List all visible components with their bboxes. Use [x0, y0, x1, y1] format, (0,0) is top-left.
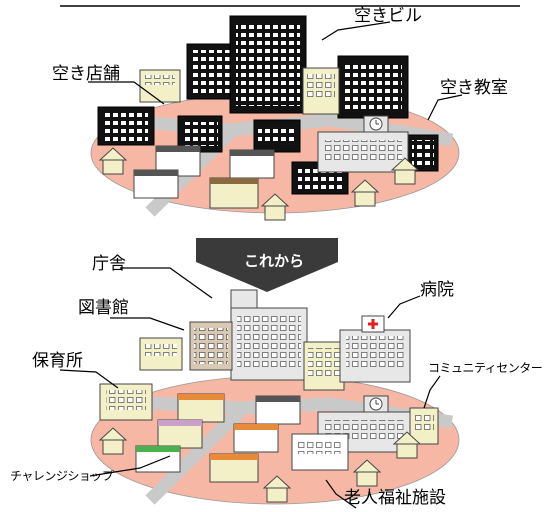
callout-arrow-empty-classroom: [427, 94, 463, 121]
callout-arrow-elderly-welfare: [325, 479, 357, 509]
vacant-building-tall-windows: [236, 24, 300, 106]
shop-new-white-awning: [256, 396, 300, 402]
top-scene: [88, 15, 463, 221]
label-empty-classroom: 空き教室: [440, 78, 508, 98]
house-icon: [392, 431, 422, 459]
label-challenge-shop: チャレンジショップ: [10, 469, 114, 483]
label-hospital: 病院: [420, 280, 454, 300]
callout-arrow-library: [110, 317, 185, 331]
clock-hands-icon: [375, 120, 379, 125]
small-office-windows: [145, 344, 177, 356]
vacant-classroom-windows: [412, 140, 434, 166]
shop-challenge-awning: [158, 420, 202, 426]
shop-beige-new-awning: [210, 454, 258, 460]
transition-label: これから: [243, 252, 304, 270]
shop-beige-awning: [210, 178, 258, 184]
callout-arrow-empty-building: [321, 21, 391, 41]
shop-center-awning: [234, 424, 278, 430]
small-beige-windows: [145, 75, 175, 85]
government-office-windows: [237, 314, 301, 368]
vacant-shop-left-windows: [182, 122, 218, 146]
shop-white-awning: [156, 146, 200, 152]
beige-office-new-windows: [308, 348, 340, 376]
community-center-windows: [414, 414, 434, 432]
house-icon: [98, 427, 128, 455]
label-nursery: 保育所: [32, 351, 83, 371]
beige-office-windows: [307, 74, 335, 100]
small-beige-building: [139, 69, 181, 103]
callout-arrow-empty-store: [88, 81, 165, 105]
callout-arrow-hospital: [387, 295, 421, 319]
library-windows: [194, 328, 228, 364]
down-arrow: [196, 238, 338, 292]
bottom-road-diagonal: [145, 401, 250, 505]
house-icon: [260, 193, 290, 221]
shop-challenge-lower-awning: [136, 446, 180, 452]
house-icon: [352, 459, 382, 487]
shop-white-center-awning: [230, 150, 274, 156]
clock-hands-icon: [375, 400, 379, 405]
callout-arrow-community-center: [423, 375, 441, 409]
label-empty-building: 空きビル: [354, 6, 422, 26]
house-icon: [350, 179, 380, 207]
government-office-top: [230, 289, 258, 311]
bottom-scene: [59, 267, 460, 509]
vacant-small-building-windows: [298, 168, 342, 190]
hospital-cross-icon: [368, 319, 378, 329]
elderly-welfare-windows: [298, 440, 342, 454]
vacant-building-right-windows: [344, 62, 402, 112]
callout-arrow-challenge-shop: [89, 455, 171, 477]
hospital-windows: [346, 336, 404, 370]
house-icon: [98, 147, 128, 175]
label-elderly-welfare: 老人福祉施設: [344, 488, 446, 508]
label-empty-store: 空き店舗: [52, 64, 120, 84]
vacant-shop-windows: [258, 125, 296, 145]
shop-new-awning: [178, 394, 224, 400]
label-library: 図書館: [78, 298, 129, 318]
vacant-building-windows: [193, 50, 233, 95]
house-icon: [262, 475, 292, 503]
school-windows: [324, 140, 402, 160]
house-icon: [390, 157, 420, 185]
callout-arrow-government-office: [120, 267, 213, 299]
label-community-center: コミュニティセンター: [428, 361, 543, 375]
callout-arrow-nursery: [59, 369, 119, 389]
label-government-office: 庁舎: [92, 254, 126, 274]
nursery-windows: [106, 390, 146, 410]
shop-white-lower-awning: [134, 170, 178, 176]
vacant-store-windows: [104, 113, 148, 141]
